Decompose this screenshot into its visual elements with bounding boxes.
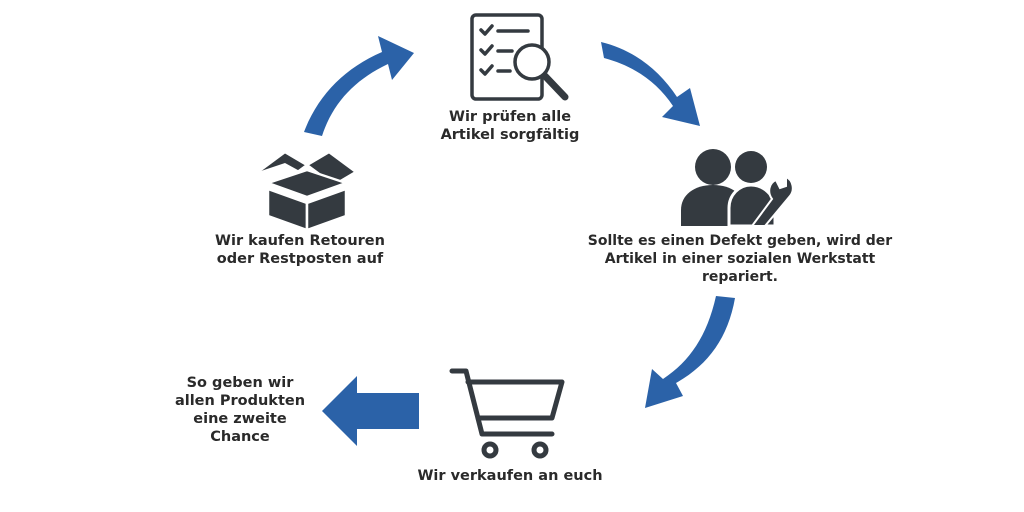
step-label-repair: Sollte es einen Defekt geben, wird der A… (587, 233, 893, 285)
step-label-buy: Wir kaufen Retouren oder Restposten auf (215, 233, 385, 267)
shopping-cart-icon (449, 368, 565, 459)
people-wrench-icon (681, 149, 794, 228)
step-label-inspect: Wir prüfen alle Artikel sorgfältig (440, 109, 580, 143)
arrow-left-icon (322, 376, 419, 446)
step-label-chance: So geben wir allen Produkten eine zweite… (174, 375, 306, 445)
cycle-arrow-2 (601, 42, 700, 126)
checklist-magnifier-icon (470, 13, 569, 101)
cycle-arrow-1 (304, 36, 414, 136)
cycle-arrow-3 (645, 296, 735, 408)
step-label-sell: Wir verkaufen an euch (417, 468, 603, 484)
open-box-icon (256, 150, 358, 232)
